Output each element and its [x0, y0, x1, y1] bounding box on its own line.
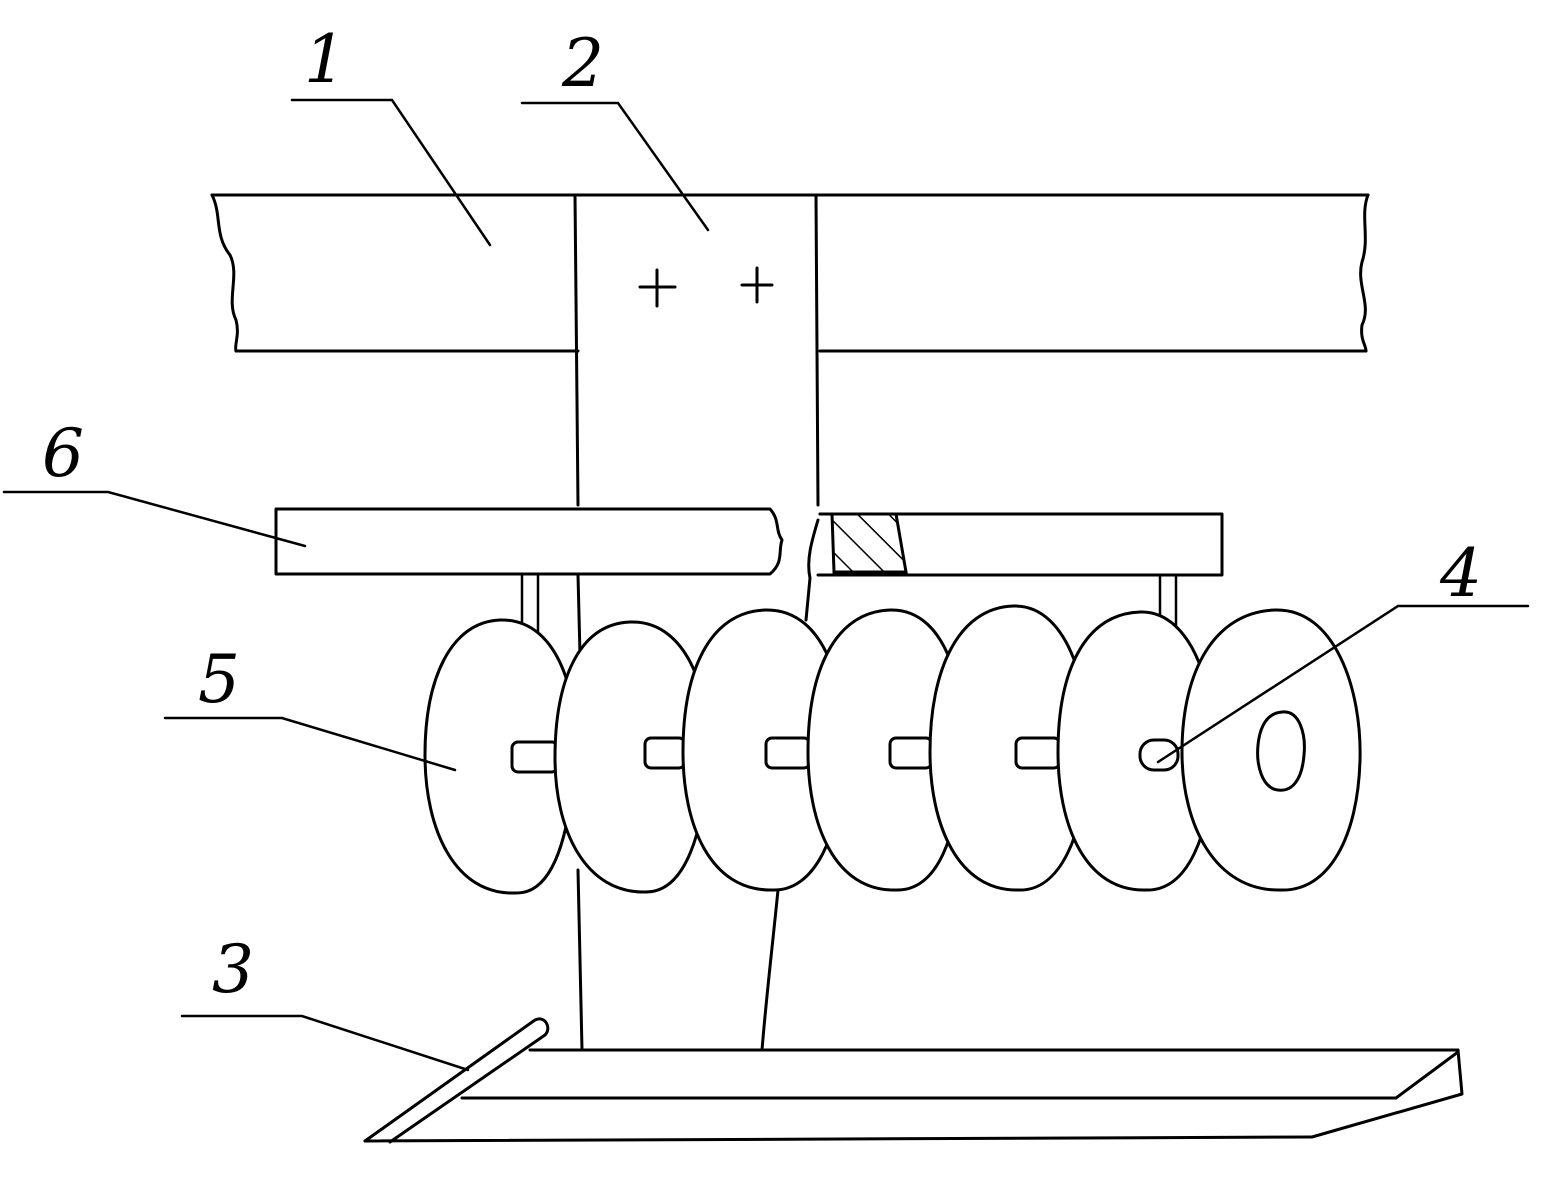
disc-end — [1180, 608, 1362, 892]
shank — [573, 193, 820, 507]
callout-3-label: 3 — [212, 931, 254, 1008]
callout-1: 1 — [290, 21, 492, 247]
callout-2: 2 — [520, 25, 710, 232]
axle-pin — [1138, 738, 1180, 772]
runner — [363, 1017, 1464, 1144]
frame-beam — [210, 193, 1370, 353]
callout-5: 5 — [163, 641, 457, 772]
axle-pin — [510, 740, 560, 774]
shank-legs — [576, 868, 780, 1052]
callout-2-label: 2 — [561, 25, 604, 102]
callout-1-label: 1 — [304, 21, 346, 98]
callout-4: 4 — [1156, 535, 1530, 764]
callout-5-label: 5 — [198, 641, 240, 718]
axle-pin — [643, 736, 687, 770]
callout-4-label: 4 — [1439, 535, 1482, 612]
axle-pin — [1014, 736, 1062, 770]
disc-gang — [423, 604, 1362, 895]
callout-6: 6 — [2, 415, 307, 548]
shank-lower — [576, 518, 820, 657]
callout-6-label: 6 — [42, 415, 84, 492]
axle-pin — [888, 736, 934, 770]
callout-3: 3 — [180, 931, 470, 1072]
axle-pin — [764, 736, 812, 770]
cross-bar — [274, 507, 1224, 577]
